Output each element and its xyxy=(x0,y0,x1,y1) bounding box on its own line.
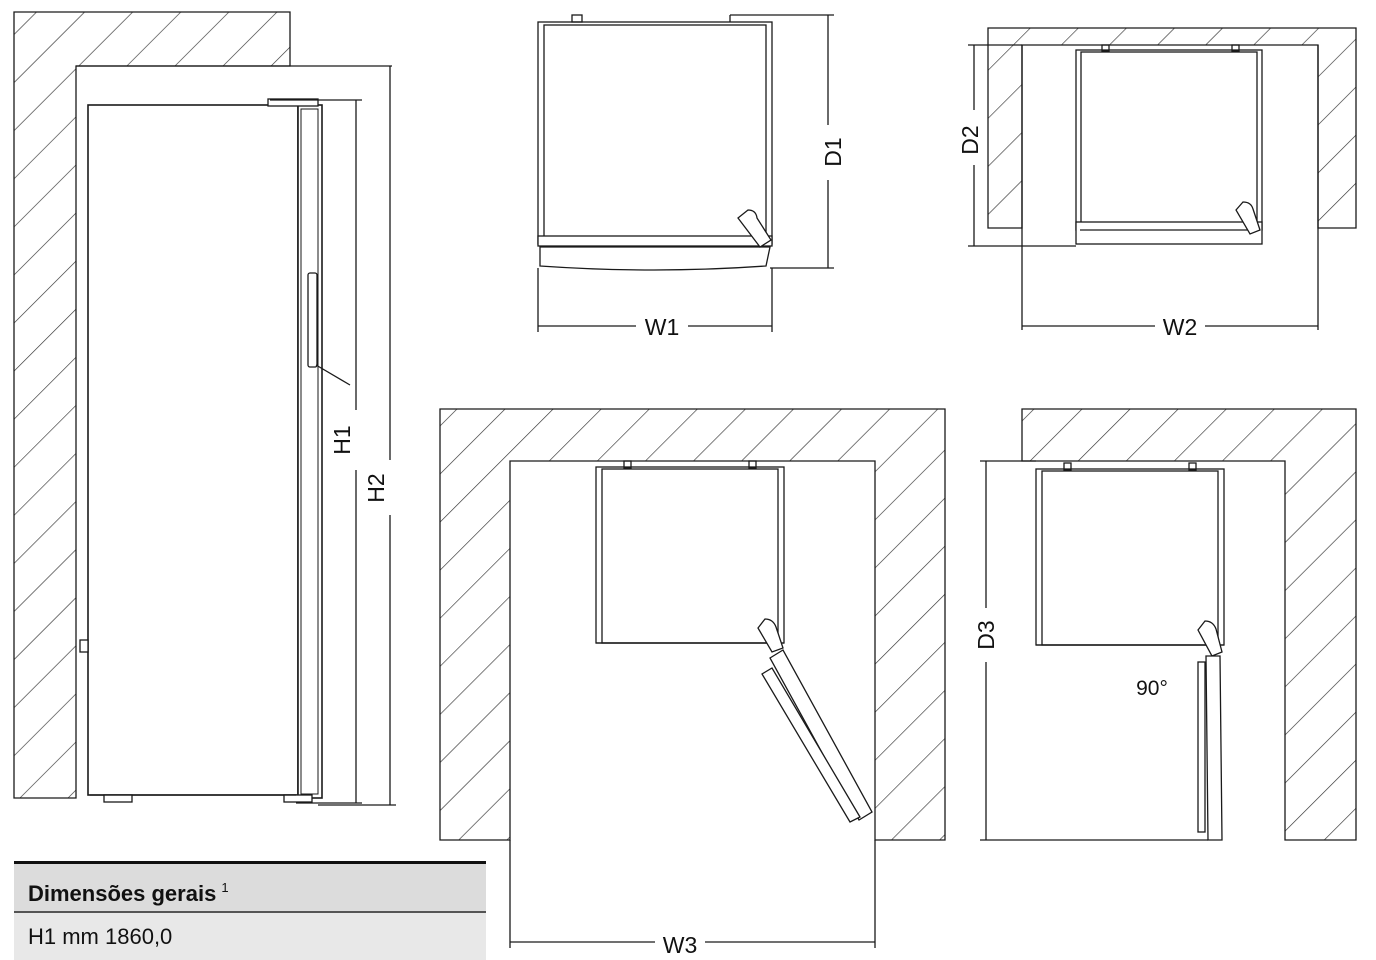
table-footnote-marker: 1 xyxy=(221,880,229,895)
label-h1: H1 xyxy=(329,425,355,454)
fridge-side-body xyxy=(79,98,323,803)
label-w1: W1 xyxy=(645,314,680,340)
label-angle: 90° xyxy=(1136,677,1168,700)
door-handle xyxy=(307,272,318,368)
label-w2: W2 xyxy=(1163,314,1198,340)
h2-dimension xyxy=(318,66,396,806)
side-view xyxy=(13,11,396,806)
niche-w3-hatch xyxy=(439,408,946,841)
table-title: Dimensões gerais xyxy=(28,881,217,906)
top-view-d3 xyxy=(980,408,1357,841)
general-dimensions-table: Dimensões gerais 1 H1 mm 1860,0 xyxy=(14,861,486,960)
table-header: Dimensões gerais 1 xyxy=(14,864,486,913)
top-view-w3 xyxy=(439,408,946,948)
label-d3: D3 xyxy=(973,620,999,649)
label-d2: D2 xyxy=(957,125,983,154)
label-d1: D1 xyxy=(820,137,846,166)
top-view-w1-d1 xyxy=(537,14,834,332)
h1-dimension xyxy=(270,99,362,804)
label-h2: H2 xyxy=(363,473,389,502)
h1-leader-line xyxy=(315,364,351,386)
top-view-w2-d2 xyxy=(968,27,1357,330)
table-row: H1 mm 1860,0 xyxy=(14,913,486,960)
label-w3: W3 xyxy=(663,932,698,958)
